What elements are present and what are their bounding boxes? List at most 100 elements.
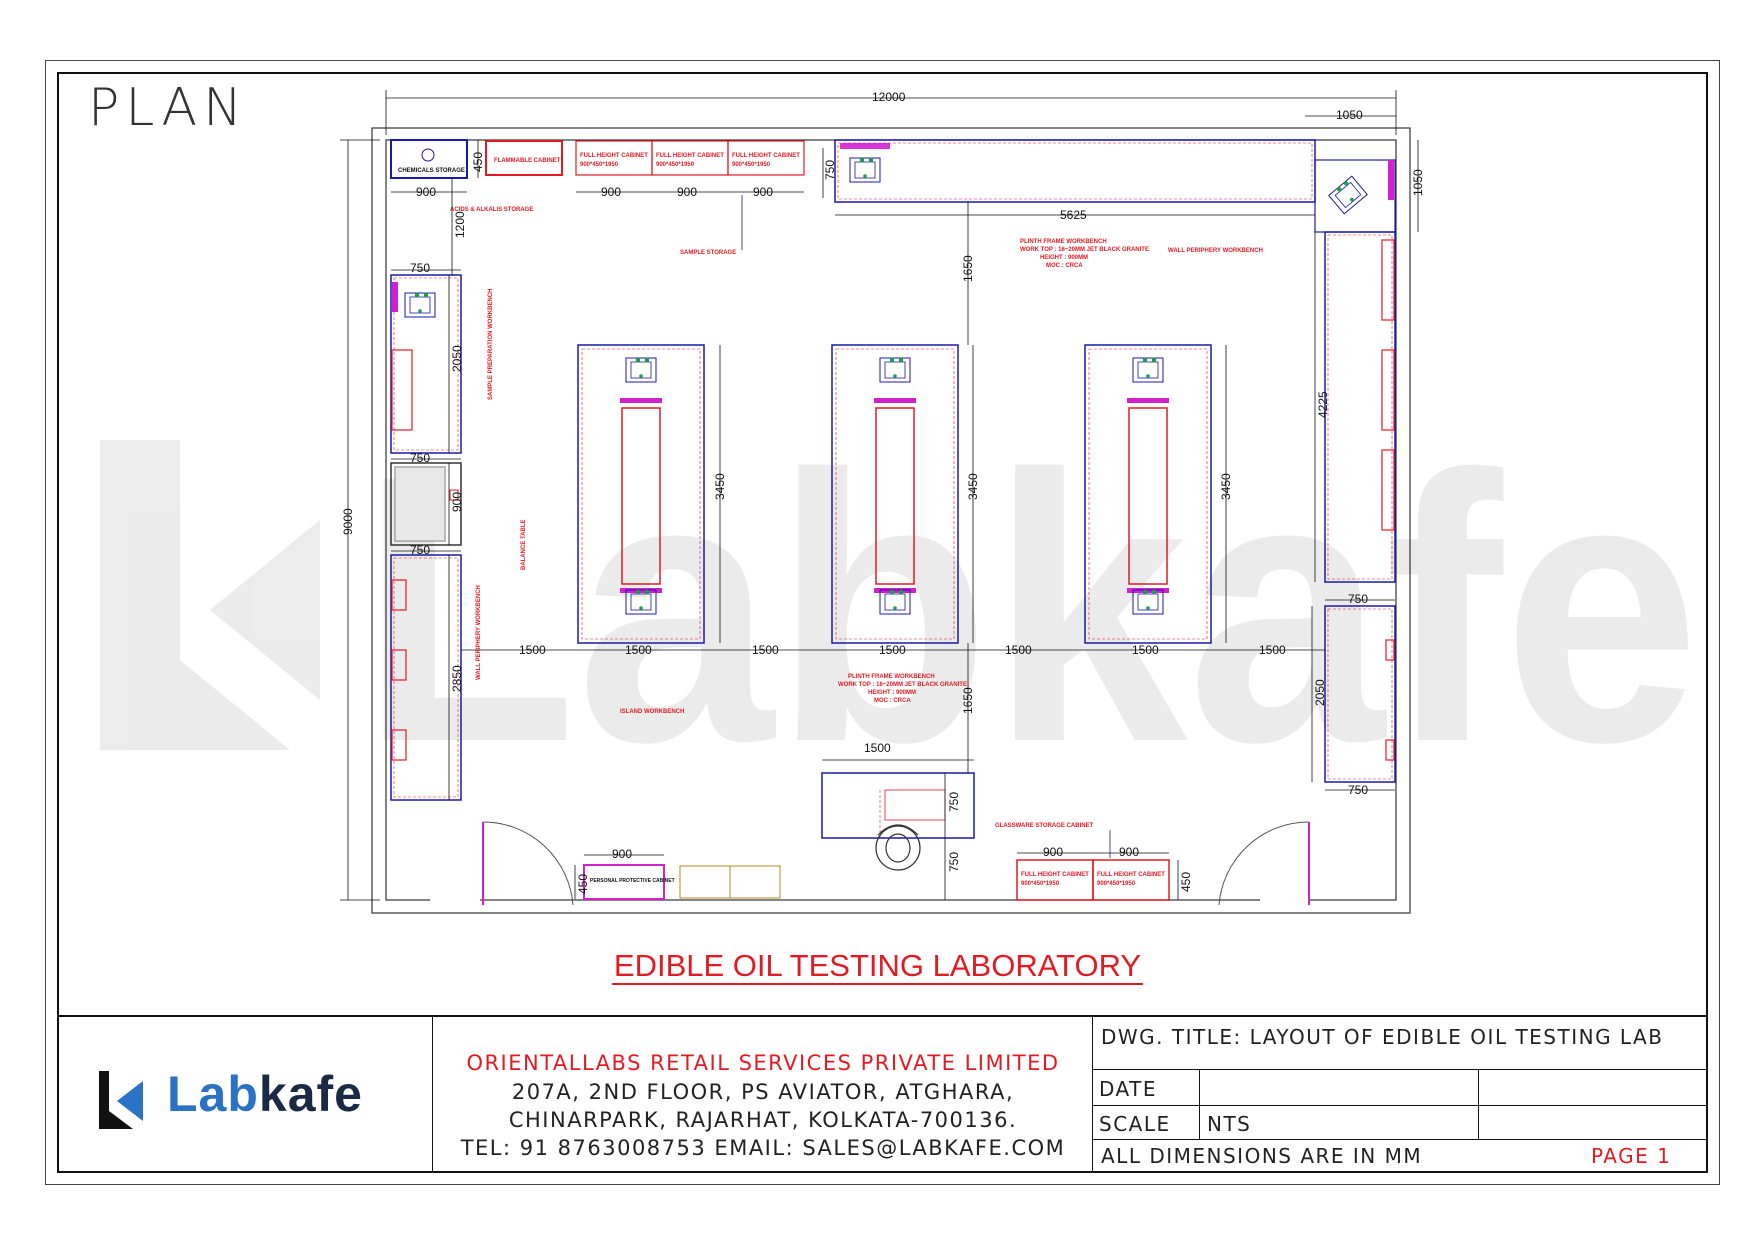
svg-text:900: 900	[1119, 845, 1139, 859]
acids-alkalis-label: ACIDS & ALKALIS STORAGE	[450, 207, 533, 213]
svg-text:900*450*1950: 900*450*1950	[656, 162, 695, 168]
right-wall-workbench-lower	[1324, 605, 1396, 783]
svg-text:3450: 3450	[966, 473, 980, 500]
svg-text:750: 750	[947, 852, 961, 872]
chemical-storage-cabinet: CHEMICALS STORAGE	[390, 139, 468, 179]
svg-text:FULL HEIGHT CABINET: FULL HEIGHT CABINET	[656, 153, 724, 159]
sheet-inner-border	[57, 72, 1708, 1173]
door-left	[482, 821, 574, 906]
svg-text:3450: 3450	[713, 473, 727, 500]
island-workbench-label: ISLAND WORKBENCH	[620, 709, 684, 715]
company-name: ORIENTALLABS RETAIL SERVICES PRIVATE LIM…	[466, 1051, 1060, 1075]
left-wall-workbench-lower	[390, 554, 462, 801]
svg-text:3450: 3450	[1219, 473, 1233, 500]
svg-text:1500: 1500	[625, 643, 652, 657]
lab-title: EDIBLE OIL TESTING LABORATORY	[611, 948, 1144, 985]
sample-storage-label: SAMPLE STORAGE	[680, 250, 736, 256]
units-note: ALL DIMENSIONS ARE IN MM	[1101, 1144, 1423, 1168]
svg-text:4225: 4225	[1316, 391, 1330, 418]
svg-text:2050: 2050	[450, 345, 464, 372]
plan-label: PLAN	[88, 78, 248, 138]
sheet-outer-border	[45, 60, 1720, 1185]
svg-text:FLAMMABLE CABINET: FLAMMABLE CABINET	[494, 158, 561, 164]
corner-sink-unit	[1314, 159, 1396, 233]
wall-workbench-left-label: WALL PERIPHERY WORKBENCH	[476, 585, 482, 680]
svg-text:MOC : CRCA: MOC : CRCA	[874, 698, 911, 704]
svg-text:FULL HEIGHT CABINET: FULL HEIGHT CABINET	[1021, 872, 1089, 878]
glassware-label: GLASSWARE STORAGE CABINET	[995, 823, 1094, 829]
scale-value: NTS	[1207, 1112, 1252, 1136]
svg-text:2850: 2850	[450, 665, 464, 692]
svg-text:750: 750	[823, 160, 837, 180]
svg-text:9000: 9000	[341, 508, 355, 535]
svg-text:750: 750	[1348, 592, 1368, 606]
dwg-title: DWG. TITLE: LAYOUT OF EDIBLE OIL TESTING…	[1101, 1025, 1664, 1049]
svg-text:PERSONAL PROTECTIVE CABINET: PERSONAL PROTECTIVE CABINET	[590, 878, 675, 884]
svg-text:12000: 12000	[872, 90, 906, 104]
logo-cell: Labkafe	[57, 1017, 433, 1173]
svg-text:1500: 1500	[879, 643, 906, 657]
left-wall-workbench-upper	[390, 274, 462, 454]
svg-text:750: 750	[947, 792, 961, 812]
svg-text:900: 900	[450, 492, 464, 512]
sample-prep-label: SAMPLE PREPARATION WORKBENCH	[488, 289, 494, 400]
svg-text:1650: 1650	[961, 255, 975, 282]
svg-text:1200: 1200	[453, 211, 467, 238]
svg-text:5625: 5625	[1060, 208, 1087, 222]
svg-text:750: 750	[410, 261, 430, 275]
address-line-2: CHINARPARK, RAJARHAT, KOLKATA-700136.	[508, 1108, 1018, 1132]
logo-wordmark: Labkafe	[167, 1066, 363, 1122]
svg-text:750: 750	[410, 543, 430, 557]
contact-line: TEL: 91 8763008753 EMAIL: SALES@LABKAFE.…	[460, 1136, 1066, 1160]
drawing-info-cell: DWG. TITLE: LAYOUT OF EDIBLE OIL TESTING…	[1093, 1017, 1706, 1173]
inner-wall	[385, 139, 1397, 901]
full-height-cabinets-top: FULL HEIGHT CABINET 900*450*1950 FULL HE…	[575, 140, 805, 176]
page-number: PAGE 1	[1591, 1144, 1672, 1168]
svg-text:FULL HEIGHT CABINET: FULL HEIGHT CABINET	[732, 153, 800, 159]
right-wall-workbench-upper	[1324, 231, 1396, 583]
island-workbench-2	[831, 344, 959, 644]
dimension-labels: 12000 9000 1050 1050 5625 1650 1650 3450…	[341, 90, 1425, 894]
anti-vibration-table	[390, 462, 462, 546]
balance-table-label: BALANCE TABLE	[521, 519, 527, 570]
plinth-top-label: PLINTH FRAME WORKBENCH	[1020, 239, 1107, 245]
date-label: DATE	[1099, 1077, 1158, 1101]
wall-workbench-top-label: WALL PERIPHERY WORKBENCH	[1168, 248, 1263, 254]
svg-text:750: 750	[410, 451, 430, 465]
company-cell: ORIENTALLABS RETAIL SERVICES PRIVATE LIM…	[433, 1017, 1093, 1173]
title-block: Labkafe ORIENTALLABS RETAIL SERVICES PRI…	[57, 1015, 1708, 1173]
outer-wall	[371, 127, 1411, 914]
dimension-lines	[340, 90, 1419, 901]
svg-text:1500: 1500	[519, 643, 546, 657]
svg-text:1500: 1500	[1132, 643, 1159, 657]
plinth-island-label: PLINTH FRAME WORKBENCH	[848, 674, 935, 680]
svg-text:1050: 1050	[1411, 169, 1425, 196]
address-line-1: 207A, 2ND FLOOR, PS AVIATOR, ATGHARA,	[511, 1080, 1015, 1104]
svg-text:900: 900	[416, 185, 436, 199]
svg-text:HEIGHT : 900MM: HEIGHT : 900MM	[868, 690, 916, 696]
ppe-cabinet: PERSONAL PROTECTIVE CABINET	[583, 864, 675, 900]
svg-text:FULL HEIGHT CABINET: FULL HEIGHT CABINET	[580, 153, 648, 159]
glassware-storage-cabinets: FULL HEIGHT CABINET 900*450*1950 FULL HE…	[1016, 859, 1170, 901]
svg-text:1650: 1650	[961, 687, 975, 714]
svg-text:1500: 1500	[752, 643, 779, 657]
svg-text:FULL HEIGHT CABINET: FULL HEIGHT CABINET	[1097, 872, 1165, 878]
svg-text:900: 900	[1043, 845, 1063, 859]
svg-text:MOC : CRCA: MOC : CRCA	[1046, 263, 1083, 269]
svg-text:900: 900	[601, 185, 621, 199]
svg-text:1500: 1500	[864, 741, 891, 755]
room-walls	[371, 127, 1411, 914]
svg-text:900*450*1950: 900*450*1950	[732, 162, 771, 168]
svg-text:450: 450	[471, 152, 485, 172]
flammable-cabinet: FLAMMABLE CABINET	[485, 140, 563, 176]
svg-text:750: 750	[1348, 783, 1368, 797]
island-workbench-3	[1084, 344, 1212, 644]
svg-text:1500: 1500	[1005, 643, 1032, 657]
svg-text:900: 900	[753, 185, 773, 199]
svg-text:CHEMICALS STORAGE: CHEMICALS STORAGE	[398, 168, 465, 174]
svg-text:450: 450	[1179, 872, 1193, 892]
svg-text:900: 900	[677, 185, 697, 199]
svg-text:900: 900	[612, 847, 632, 861]
